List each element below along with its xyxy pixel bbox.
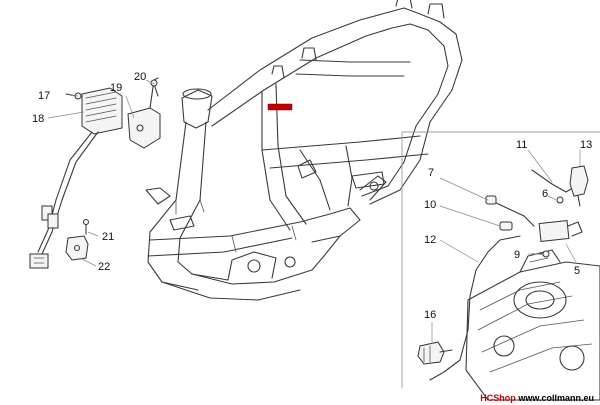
clip-bracket: [65, 235, 89, 261]
regulator-bracket: [127, 77, 161, 149]
oil-sensor: [417, 341, 453, 365]
callout-12: 12: [424, 234, 436, 246]
callout-10: 10: [424, 199, 436, 211]
callout-17: 17: [38, 90, 50, 102]
voltage-regulator: [81, 87, 123, 135]
scooter-frame: [145, 0, 463, 301]
lambda-sensor: [569, 165, 589, 207]
wiring-harness: [29, 131, 99, 269]
callout-22: 22: [98, 261, 110, 273]
callout-11: 11: [516, 139, 527, 151]
callout-21: 21: [102, 231, 114, 243]
detail-inset: [401, 131, 600, 388]
callout-labels: 17 18 19 20 21 22 11 13 7 6 10 12 9 5 16: [32, 71, 592, 321]
bracket-screw: [150, 79, 159, 97]
callout-6: 6: [542, 188, 548, 200]
grommet-10: [499, 221, 513, 231]
callout-5: 5: [574, 265, 580, 277]
callout-20: 20: [134, 71, 146, 83]
leader-lines: [47, 79, 581, 342]
sensor-connector: [538, 196, 583, 242]
sensor-cable: [429, 169, 577, 381]
callout-18: 18: [32, 113, 44, 125]
small-bolt: [83, 219, 89, 235]
callout-19: 19: [110, 82, 122, 94]
callout-9: 9: [514, 249, 520, 261]
shop-watermark: HCShop www.collmann.eu: [480, 393, 594, 403]
callout-16: 16: [424, 309, 436, 321]
engine-block: [465, 249, 600, 401]
callout-7: 7: [428, 167, 434, 179]
watermark-brand: HCShop: [480, 393, 516, 403]
callout-13: 13: [580, 139, 592, 151]
grommet-7: [485, 195, 497, 205]
regulator-bolt: [65, 92, 82, 100]
watermark-url: www.collmann.eu: [518, 393, 594, 403]
